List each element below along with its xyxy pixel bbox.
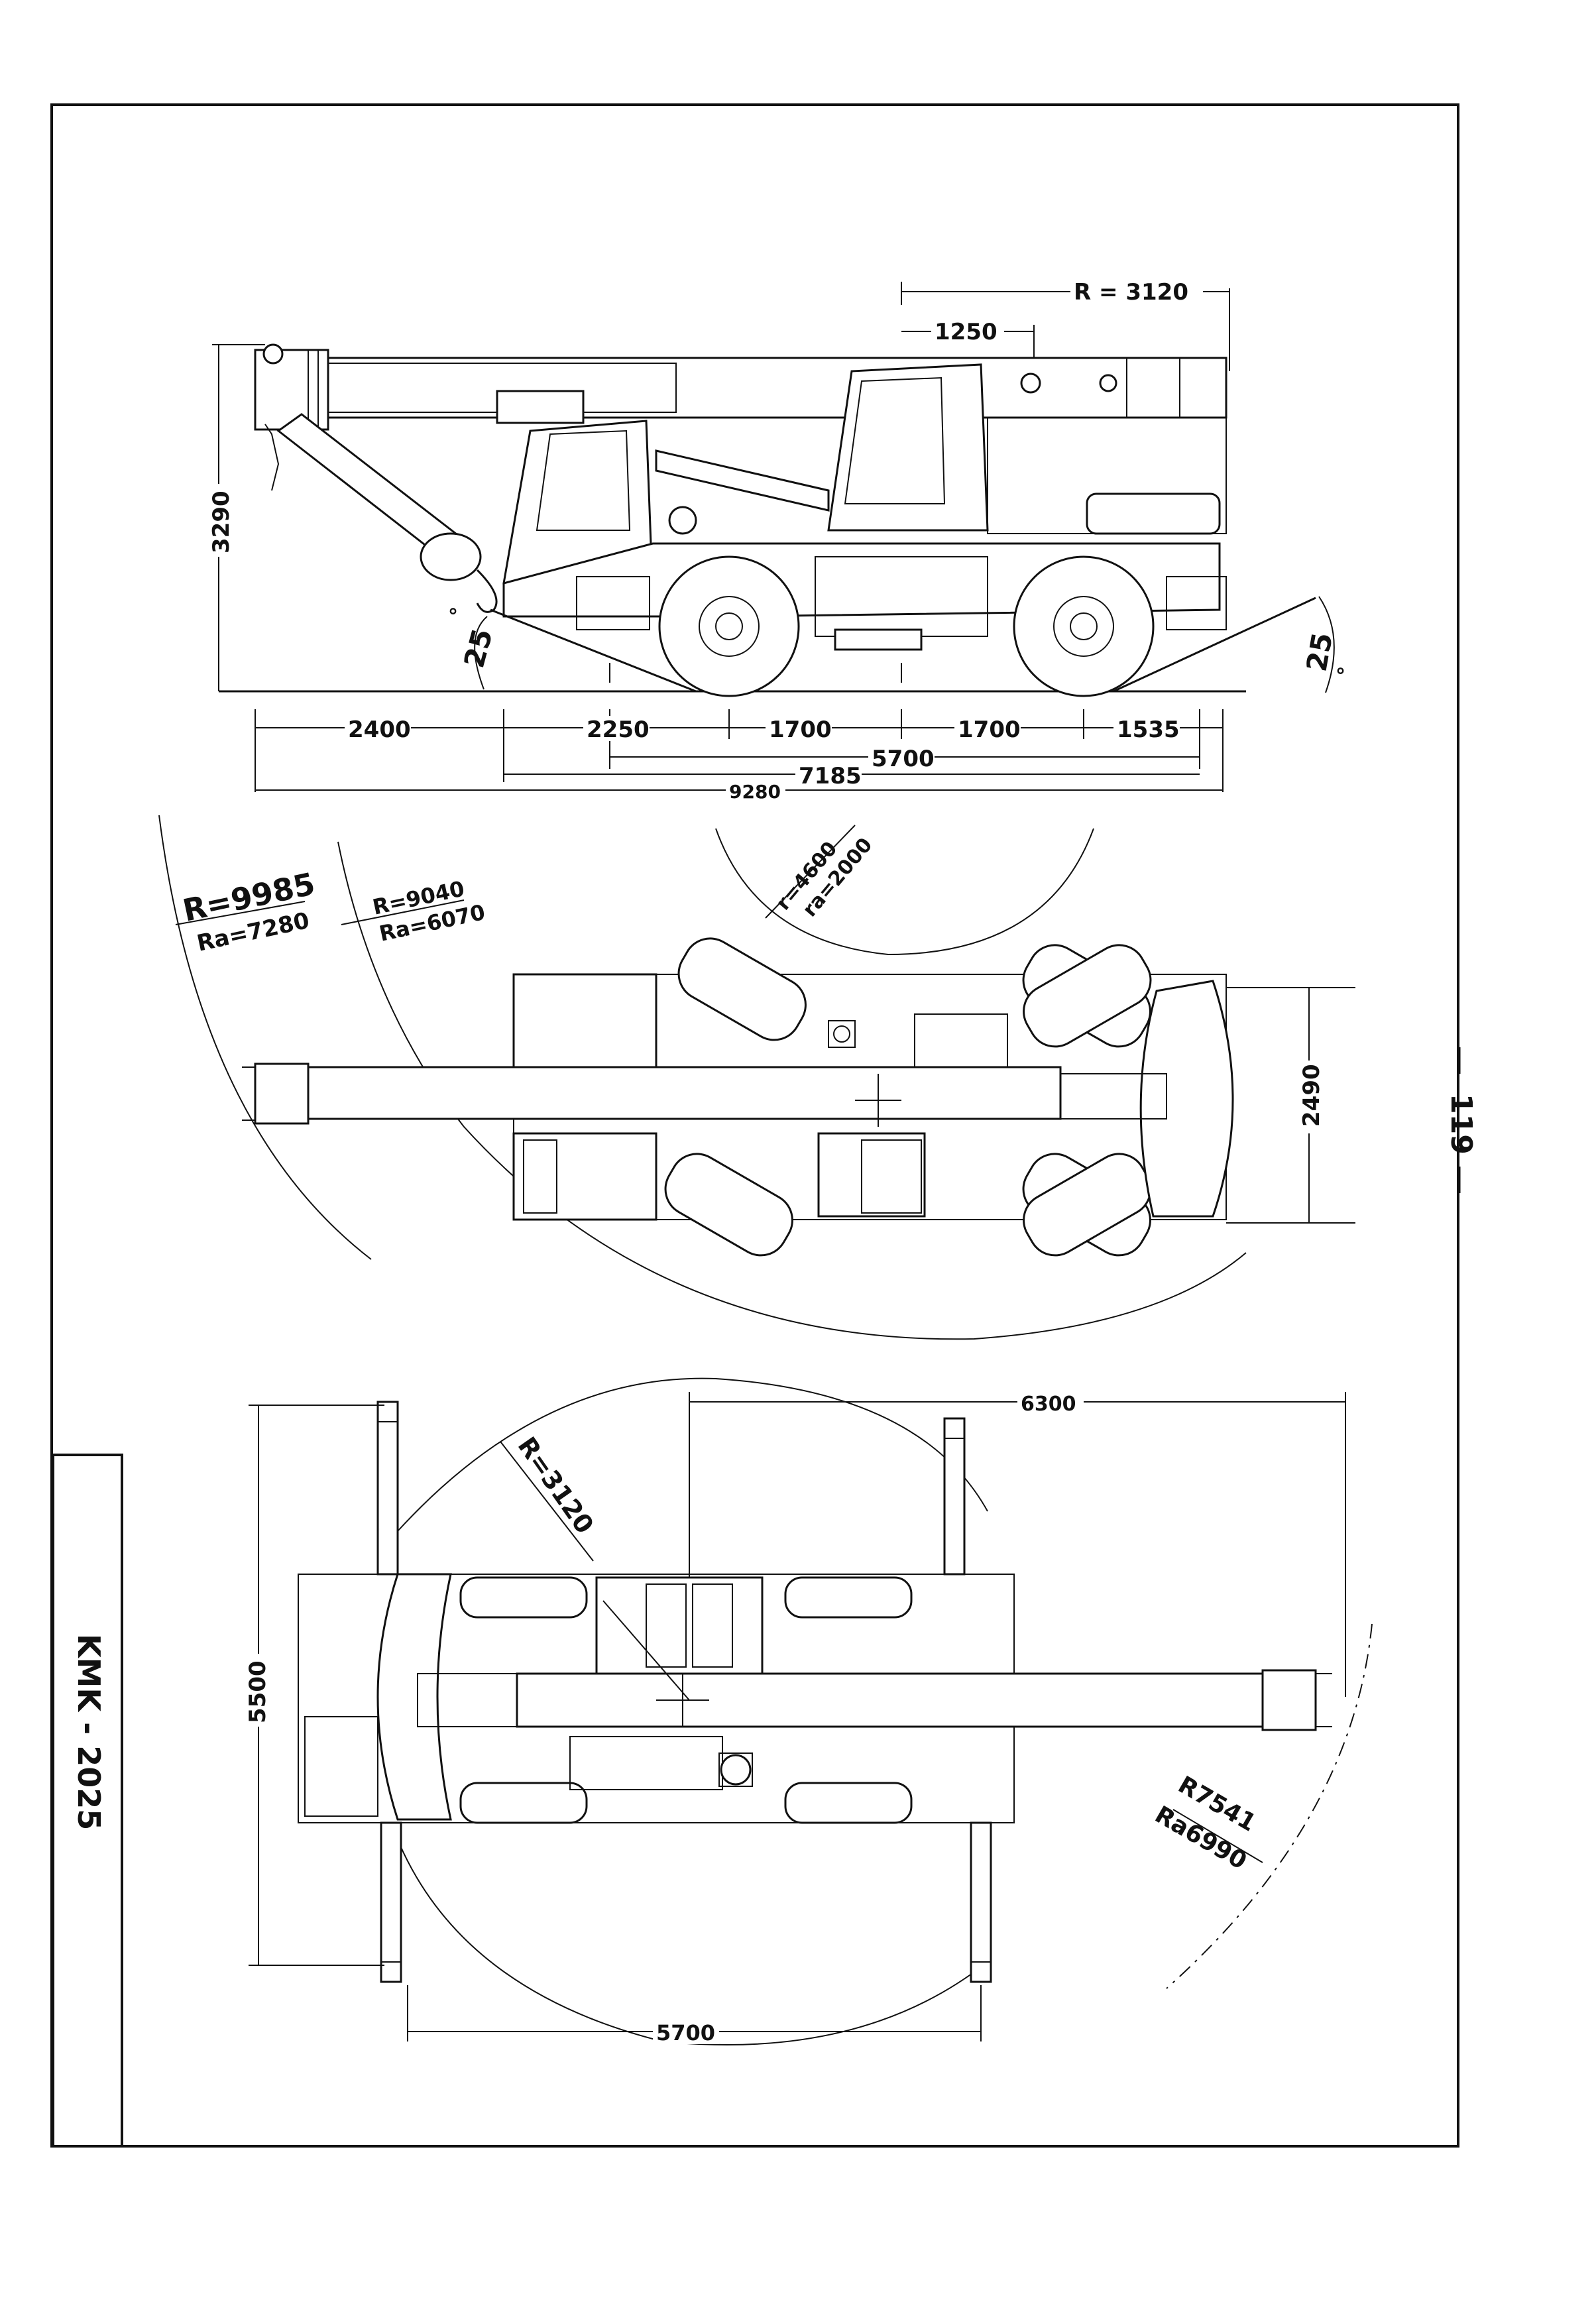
angle-left-mark: ° xyxy=(448,605,458,628)
dim-2400-label: 2400 xyxy=(348,717,411,743)
dim-3290-label: 3290 xyxy=(208,490,235,553)
outrigger-beam-left-top xyxy=(376,1401,399,1576)
boom-pivot xyxy=(1020,373,1041,394)
outrigger-beam-left-bottom xyxy=(380,1821,402,1983)
hydraulic-box-outrigger xyxy=(720,1754,752,1786)
outrigger-beam-right-bottom xyxy=(970,1821,992,1983)
dim-6300-label: 6300 xyxy=(1021,1393,1076,1416)
cab-top-lower xyxy=(512,1132,657,1221)
tyre-front-right xyxy=(664,1153,793,1257)
page-number: 119 xyxy=(1444,1094,1478,1155)
arc-r9985 xyxy=(158,815,372,1260)
dim-r-top-label: R = 3120 xyxy=(1074,279,1188,306)
hook-sling xyxy=(264,424,280,491)
boom-head-outrigger xyxy=(1261,1669,1317,1731)
outrigger-pad-rb xyxy=(970,1961,992,1982)
rear-outrigger-box xyxy=(1166,576,1227,630)
model-label: KMK - 2025 xyxy=(71,1634,107,1830)
departure-angle-line xyxy=(1113,597,1316,693)
boom-main xyxy=(264,357,1227,419)
outrigger-beam-right-top xyxy=(943,1417,966,1576)
r3120-label: R=3120 xyxy=(512,1432,600,1539)
r7541-leader xyxy=(1172,1809,1263,1863)
dim-5500-label: 5500 xyxy=(245,1660,271,1723)
dim-1700b-label: 1700 xyxy=(958,717,1021,743)
luffing-cylinder xyxy=(655,449,830,512)
boom-top xyxy=(290,1066,1062,1120)
dim-5700-label: 5700 xyxy=(872,746,935,772)
arc-r3120-lower xyxy=(390,1822,988,2045)
page-frame xyxy=(50,103,1459,2148)
arc-r4600 xyxy=(715,828,1094,956)
dim-2490-label: 2490 xyxy=(1298,1064,1325,1127)
hook-block xyxy=(420,532,482,581)
front-wheel xyxy=(658,555,800,697)
hydraulic-box-top xyxy=(828,1020,856,1048)
winch-top xyxy=(914,1013,1008,1068)
operator-cab xyxy=(827,363,989,532)
outrigger-pad-rt xyxy=(944,1418,965,1439)
boom-head xyxy=(254,349,329,431)
carrier-mirror-box xyxy=(496,390,585,424)
angle-arc-left xyxy=(474,616,488,690)
dim-9280-label: 9280 xyxy=(729,781,781,803)
winch-outrigger xyxy=(569,1736,723,1790)
hook xyxy=(476,569,498,613)
dim-1250-label: 1250 xyxy=(935,319,997,345)
operator-cab-window xyxy=(844,376,946,504)
dim-2250-label: 2250 xyxy=(587,717,650,743)
counterweight-outrigger xyxy=(376,1573,452,1821)
tyre-ol-1 xyxy=(459,1576,588,1619)
rear-wheel xyxy=(1013,555,1155,697)
slew-centre-line xyxy=(602,1600,690,1701)
angle-right-label: 25 xyxy=(1300,630,1339,674)
boom-outrigger xyxy=(516,1672,1267,1728)
top-view: R=9985 Ra=7280 R=9040 Ra=6070 r=4600 ra=… xyxy=(158,815,1355,1340)
boom-head-sheave xyxy=(262,343,284,365)
tyre-rear-left xyxy=(1022,944,1152,1048)
boom-luffing-pin xyxy=(1099,374,1117,392)
rear-wheel-hub xyxy=(1053,596,1114,657)
outrigger-pad-lt xyxy=(377,1401,398,1422)
carrier-cab-window xyxy=(536,430,631,531)
superstructure xyxy=(987,417,1227,534)
outrigger-pad-lb xyxy=(380,1961,402,1982)
step-box xyxy=(834,628,923,651)
title-box xyxy=(52,1454,123,2148)
dim-7185-label: 7185 xyxy=(799,763,862,789)
front-wheel-hub xyxy=(699,596,760,657)
dim-5700-outrigger-label: 5700 xyxy=(656,2020,715,2045)
boom-head-top xyxy=(254,1063,310,1125)
counterweight-lamp xyxy=(668,506,697,535)
counterweight-top xyxy=(1139,980,1234,1218)
angle-arc-right xyxy=(1318,596,1335,693)
cab-top xyxy=(512,973,657,1078)
counterweight xyxy=(1086,492,1221,535)
cab-outrigger xyxy=(595,1576,764,1675)
tyre-rear-right xyxy=(1022,1153,1152,1257)
angle-left-label: 25 xyxy=(457,625,498,671)
dim-1535-label: 1535 xyxy=(1117,717,1180,743)
arc-r9040 xyxy=(337,841,1247,1340)
tyre-front-left xyxy=(677,937,807,1041)
approach-angle-line xyxy=(490,608,697,693)
dim-1700a-label: 1700 xyxy=(769,717,832,743)
tyre-ol-4 xyxy=(784,1782,913,1824)
operator-cab-top xyxy=(817,1132,926,1218)
arc-r3120 xyxy=(397,1377,988,1532)
side-view: R = 3120 1250 xyxy=(202,274,1345,803)
outrigger-view: R=3120 6300 xyxy=(242,1377,1373,2045)
front-outrigger-box xyxy=(576,576,650,630)
angle-right-mark: ° xyxy=(1336,665,1345,688)
tyre-ol-2 xyxy=(784,1576,913,1619)
tyre-ol-3 xyxy=(459,1782,588,1824)
